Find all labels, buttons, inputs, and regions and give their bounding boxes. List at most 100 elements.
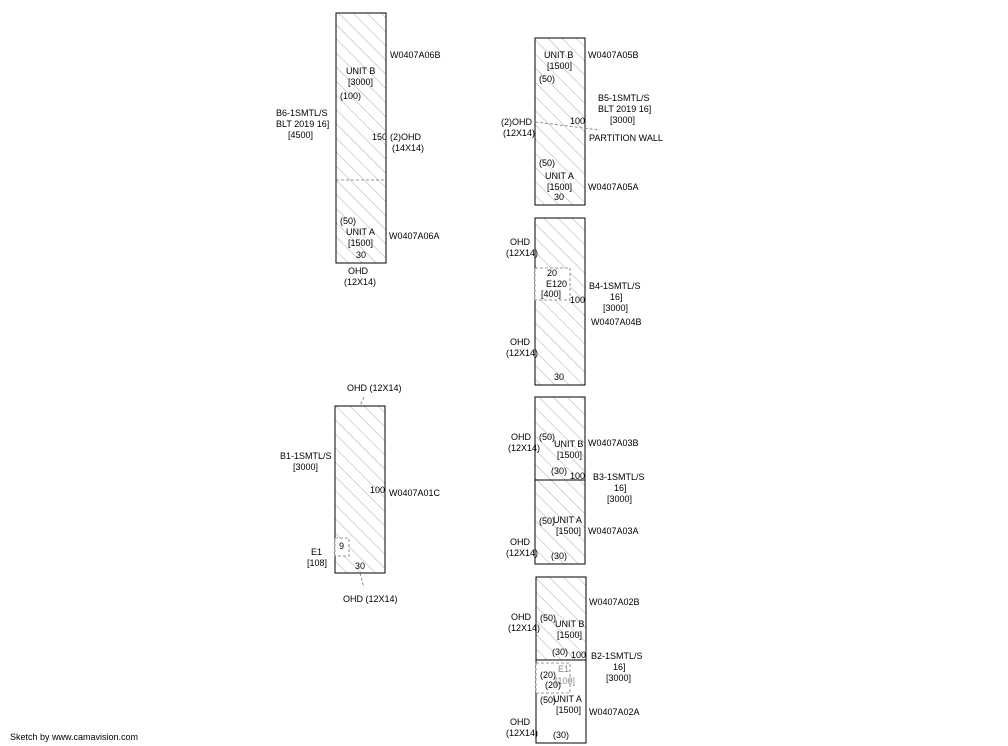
building-b1: OHD (12X14) B1-1SMTL/S [3000] 100 W0407A…: [280, 383, 441, 604]
b2-dim-30: (30): [552, 647, 568, 657]
b1-top-ohd-leader: [359, 396, 365, 407]
b5-partition-label: PARTITION WALL: [589, 133, 663, 143]
b5-dim-30: 30: [554, 192, 564, 202]
b5-unit-a-label: UNIT A: [545, 171, 574, 181]
b1-bottom-ohd-leader: [359, 572, 365, 589]
b1-id: W0407A01C: [389, 488, 441, 498]
b3-top-ohd-label: OHD: [511, 432, 532, 442]
b5-dim-50: (50): [539, 74, 555, 84]
b5-dim-100: 100: [570, 116, 585, 126]
b1-dim-30: 30: [355, 561, 365, 571]
building-b3: OHD (12X14) (50) UNIT B [1500] W0407A03B…: [506, 396, 645, 565]
b1-bottom-ohd: OHD (12X14): [343, 594, 398, 604]
b3-top-ohd-size: (12X14): [508, 443, 540, 453]
b6-bottom-ohd-size: (12X14): [344, 277, 376, 287]
b1-top-ohd: OHD (12X14): [347, 383, 402, 393]
b3-building-year: 16]: [614, 483, 627, 493]
b2-unit-b-label: UNIT B: [555, 619, 584, 629]
b5-building-label: B5-1SMTL/S: [598, 93, 650, 103]
b4-top-ohd-size: (12X14): [506, 248, 538, 258]
b6-outline: [335, 12, 387, 264]
b5-partition-line: [534, 121, 601, 131]
b2-building-label: B2-1SMTL/S: [591, 651, 643, 661]
b3-bottom-ohd-label: OHD: [510, 537, 531, 547]
b2-dim-20b: (20): [545, 680, 561, 690]
b2-e1-area: [535, 662, 571, 694]
b3-unit-a-label: UNIT A: [553, 515, 582, 525]
b2-dim-50b: (50): [540, 695, 556, 705]
b3-unit-a-area: [1500]: [556, 526, 581, 536]
b2-bottom-ohd-label: OHD: [510, 717, 531, 727]
b3-dim-100: 100: [570, 471, 585, 481]
b3-dim-30b: (30): [551, 551, 567, 561]
b4-outline: [534, 217, 586, 386]
b5-unit-a-id: W0407A05A: [588, 182, 639, 192]
b5-ohd-size: (12X14): [503, 128, 535, 138]
b6-unit-b-area: [3000]: [348, 77, 373, 87]
b6-dim-30: 30: [356, 250, 366, 260]
b4-e120-area-label: [400]: [541, 289, 561, 299]
b5-dim-50b: (50): [539, 158, 555, 168]
b6-building-label: B6-1SMTL/S: [276, 108, 328, 118]
b6-building-area: [4500]: [288, 130, 313, 140]
b3-unit-b-area: [1500]: [557, 450, 582, 460]
b2-unit-b-outline: [535, 576, 587, 661]
b1-building-label: B1-1SMTL/S: [280, 451, 332, 461]
b4-e120-area: [534, 267, 571, 301]
b6-building-year: BLT 2019 16]: [276, 119, 329, 129]
b2-e1-label: E1: [558, 664, 569, 674]
b6-dim-100: (100): [340, 91, 361, 101]
b2-unit-a-area: [1500]: [556, 705, 581, 715]
b1-building-area: [3000]: [293, 462, 318, 472]
b3-dim-50: (50): [539, 432, 555, 442]
b6-unit-b-id: W0407A06B: [390, 50, 441, 60]
building-b6: UNIT B [3000] (100) B6-1SMTL/S BLT 2019 …: [276, 12, 441, 287]
b4-dim-100: 100: [570, 295, 585, 305]
b2-unit-a-id: W0407A02A: [589, 707, 640, 717]
b3-unit-a-id: W0407A03A: [588, 526, 639, 536]
b5-unit-b-label: UNIT B: [544, 50, 573, 60]
b2-top-ohd-label: OHD: [511, 612, 532, 622]
b4-building-year: 16]: [610, 292, 623, 302]
b6-dim-150: 150: [372, 132, 387, 142]
b5-building-year: BLT 2019 16]: [598, 104, 651, 114]
b6-unit-a-label: UNIT A: [346, 227, 375, 237]
b5-ohd-label: (2)OHD: [501, 117, 532, 127]
b2-dim-100: 100: [571, 650, 586, 660]
b3-dim-30: (30): [551, 466, 567, 476]
b4-building-area: [3000]: [603, 303, 628, 313]
b2-dim-50: (50): [540, 613, 556, 623]
b6-unit-a-area: [1500]: [348, 238, 373, 248]
b4-e120-label: E120: [546, 279, 567, 289]
b5-unit-b-area: [1500]: [547, 61, 572, 71]
building-b2: OHD (12X14) (50) UNIT B [1500] W0407A02B…: [506, 576, 643, 744]
b3-bottom-ohd-size: (12X14): [506, 548, 538, 558]
b1-dim-100: 100: [370, 485, 385, 495]
b2-e1-area-label: [100]: [555, 676, 575, 686]
footer-credit: Sketch by www.camavision.com: [10, 732, 138, 742]
b2-dim-30b: (30): [553, 730, 569, 740]
b3-dim-50b: (50): [539, 516, 555, 526]
b1-e1-area-label: [108]: [307, 558, 327, 568]
b2-building-year: 16]: [613, 662, 626, 672]
building-b4: OHD (12X14) 20 E120 [400] 100 B4-1SMTL/S…: [506, 217, 642, 386]
b6-ohd-label: (2)OHD: [390, 132, 421, 142]
b5-unit-b-id: W0407A05B: [588, 50, 639, 60]
b1-e1-area: [334, 537, 350, 557]
b2-unit-b-id: W0407A02B: [589, 597, 640, 607]
b3-building-area: [3000]: [607, 494, 632, 504]
b4-bottom-ohd-size: (12X14): [506, 348, 538, 358]
b6-bottom-ohd-label: OHD: [348, 266, 369, 276]
b6-unit-a-id: W0407A06A: [389, 231, 440, 241]
b6-ohd-size: (14X14): [392, 143, 424, 153]
b2-unit-a-label: UNIT A: [553, 694, 582, 704]
b2-building-area: [3000]: [606, 673, 631, 683]
b5-outline: [534, 37, 586, 206]
b6-unit-b-label: UNIT B: [346, 66, 375, 76]
b2-dim-20a: (20): [540, 670, 556, 680]
b3-unit-b-label: UNIT B: [554, 439, 583, 449]
b3-building-label: B3-1SMTL/S: [593, 472, 645, 482]
building-b5: UNIT B [1500] (50) W0407A05B B5-1SMTL/S …: [501, 37, 663, 206]
b4-building-label: B4-1SMTL/S: [589, 281, 641, 291]
